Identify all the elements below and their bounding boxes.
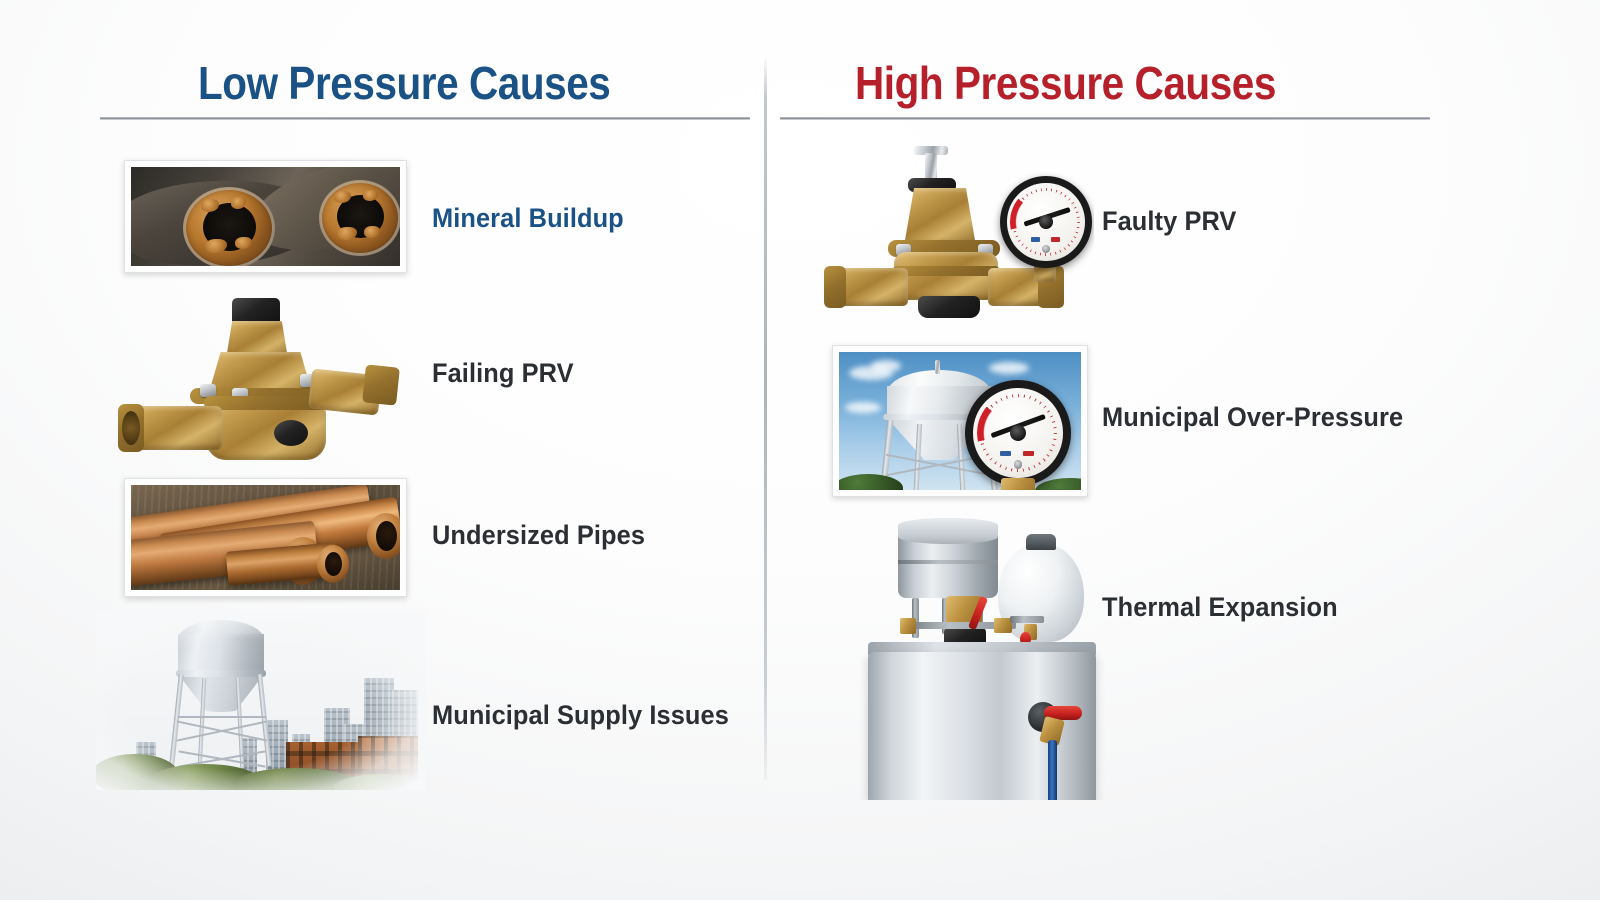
list-item-label: Thermal Expansion — [1102, 592, 1338, 622]
corroded-pipes-photo — [124, 160, 407, 273]
list-item-label: Municipal Over-Pressure — [1102, 402, 1404, 432]
water-tower-with-gauge-photo — [832, 345, 1088, 497]
water-tower-city-photo — [96, 612, 426, 790]
list-item-label: Municipal Supply Issues — [432, 700, 729, 730]
high-pressure-title-rule — [780, 117, 1430, 120]
list-item-label: Failing PRV — [432, 358, 574, 388]
water-heater-expansion-tank-photo — [846, 512, 1112, 800]
list-item-label: Faulty PRV — [1102, 206, 1237, 236]
pressure-gauge-icon — [1000, 176, 1092, 268]
high-pressure-column-title: High Pressure Causes — [855, 57, 1276, 109]
low-pressure-column-title: Low Pressure Causes — [198, 57, 611, 109]
brass-prv-with-gauge-photo — [822, 140, 1094, 336]
list-item-label: Undersized Pipes — [432, 520, 646, 550]
pressure-gauge-icon — [965, 380, 1071, 486]
low-pressure-title-rule — [100, 117, 750, 120]
list-item-label: Mineral Buildup — [432, 203, 624, 233]
copper-pipes-photo — [124, 478, 407, 597]
brass-prv-valve-photo — [112, 296, 408, 464]
column-divider — [764, 55, 767, 780]
